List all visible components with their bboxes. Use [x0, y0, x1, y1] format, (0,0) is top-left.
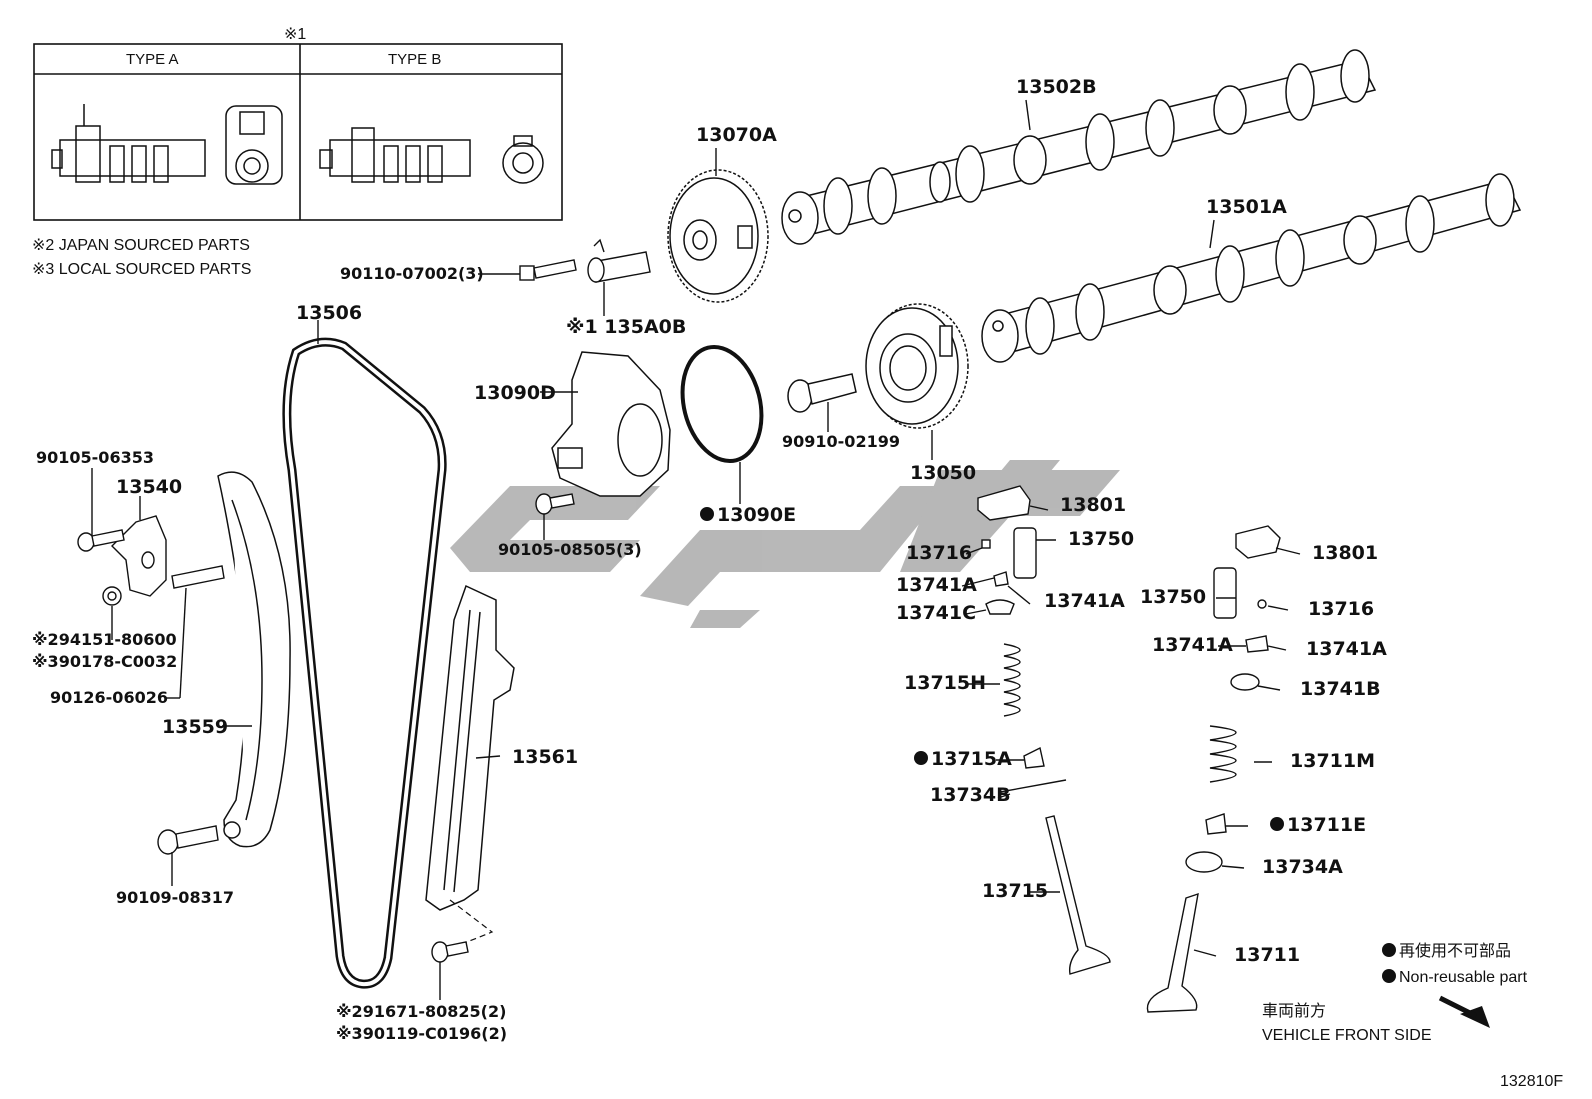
part-label: 90105-06353	[36, 448, 154, 467]
bolt-90105-08505-icon	[535, 493, 575, 515]
part-label: 13050	[910, 462, 977, 484]
valve-train-intake-icon	[977, 485, 1111, 975]
vvt-gear-13050-icon	[865, 303, 969, 429]
leader-lines	[91, 99, 1301, 1000]
figure-code: 132810F	[1500, 1073, 1564, 1090]
part-label: ※390178-C0032	[32, 652, 178, 671]
gasket-13090e-icon	[680, 344, 764, 464]
valve-train-exhaust-icon	[1146, 525, 1281, 1013]
non-reusable-dot-icon	[1382, 968, 1396, 983]
vvt-gear-13070a-icon	[667, 169, 769, 303]
part-label: 13716	[906, 542, 973, 564]
dash-leader-line	[449, 899, 494, 949]
bolt-90109-icon	[157, 825, 219, 855]
part-label-non-reusable: 13090E	[700, 506, 796, 525]
part-label: ※390119-C0196(2)	[336, 1024, 508, 1043]
front-direction-arrow-icon	[1438, 995, 1490, 1028]
part-label-non-reusable: 13715A	[914, 750, 1012, 769]
note-local: ※3 LOCAL SOURCED PARTS	[32, 261, 252, 278]
part-label: 90109-08317	[116, 888, 234, 907]
inset-box	[33, 43, 563, 221]
camshaft-13502b-icon	[781, 49, 1377, 245]
note-japan: ※2 JAPAN SOURCED PARTS	[32, 237, 250, 254]
tensioner-13540-icon	[111, 515, 167, 597]
timing-cover-13090d-icon	[551, 351, 671, 497]
part-label: 13506	[296, 302, 363, 324]
part-label: 13711M	[1290, 750, 1376, 772]
bolt-90910-icon	[787, 373, 857, 413]
stud-90126-icon	[171, 565, 225, 589]
part-label: 13715	[982, 880, 1049, 902]
gasket-inner-icon	[687, 352, 757, 456]
inset-type-b: TYPE B	[388, 51, 442, 68]
non-reusable-dot-icon	[1382, 942, 1396, 957]
inset-mark: ※1	[284, 26, 307, 43]
part-label: 13741A	[1306, 638, 1387, 660]
ocv-135a0b-icon	[587, 238, 651, 283]
part-label: 13090D	[474, 382, 556, 404]
front-label-jp: 車両前方	[1262, 1003, 1327, 1020]
part-label: 13734B	[930, 784, 1011, 806]
non-reusable-dot-icon	[700, 506, 714, 521]
legend-non-reusable-jp: 再使用不可部品	[1382, 942, 1511, 960]
bolt-91671-icon	[431, 941, 469, 963]
legend-non-reusable-en: Non-reusable part	[1382, 968, 1527, 986]
part-label: 13741C	[896, 602, 977, 624]
part-label: 90126-06026	[50, 688, 168, 707]
nut-94151-icon	[102, 586, 122, 606]
watermark-logo	[450, 460, 1120, 628]
part-label: 13561	[512, 746, 579, 768]
part-label: 13734A	[1262, 856, 1343, 878]
chain-guide-13561-icon	[425, 584, 515, 911]
part-label: 90910-02199	[782, 432, 900, 451]
timing-chain-13506-icon	[282, 337, 447, 989]
non-reusable-dot-icon	[1270, 816, 1284, 831]
part-label: ※291671-80825(2)	[336, 1002, 507, 1021]
part-label: 13502B	[1016, 76, 1097, 98]
part-label: 13750	[1140, 586, 1207, 608]
part-label: 13501A	[1206, 196, 1287, 218]
part-label: ※1 135A0B	[566, 316, 687, 338]
front-label-en: VEHICLE FRONT SIDE	[1262, 1027, 1432, 1044]
part-label: 90110-07002(3)	[340, 264, 484, 283]
part-label: 13741B	[1300, 678, 1381, 700]
part-label: 13801	[1312, 542, 1379, 564]
part-label: 13741A	[1152, 634, 1233, 656]
bolt-90110-icon	[519, 259, 577, 281]
part-label: 90105-08505(3)	[498, 540, 642, 559]
part-label: 13716	[1308, 598, 1375, 620]
solenoid-type-a-icon	[51, 104, 283, 185]
part-label: 13070A	[696, 124, 777, 146]
part-label: 13801	[1060, 494, 1127, 516]
solenoid-type-b-icon	[319, 127, 544, 184]
part-label: 13540	[116, 476, 183, 498]
part-label: 13750	[1068, 528, 1135, 550]
bolt-90105-06353-icon	[77, 529, 125, 552]
part-label: 13711	[1234, 944, 1301, 966]
part-label: 13559	[162, 716, 229, 738]
non-reusable-dot-icon	[914, 750, 928, 765]
part-label: 13741A	[896, 574, 977, 596]
part-label-non-reusable: 13711E	[1270, 816, 1366, 835]
part-label: 13741A	[1044, 590, 1125, 612]
chain-slipper-13559-icon	[217, 471, 291, 848]
camshaft-13501a-icon	[981, 173, 1522, 363]
part-label: 13715H	[904, 672, 987, 694]
part-label: ※294151-80600	[32, 630, 177, 649]
inset-type-a: TYPE A	[126, 51, 179, 68]
